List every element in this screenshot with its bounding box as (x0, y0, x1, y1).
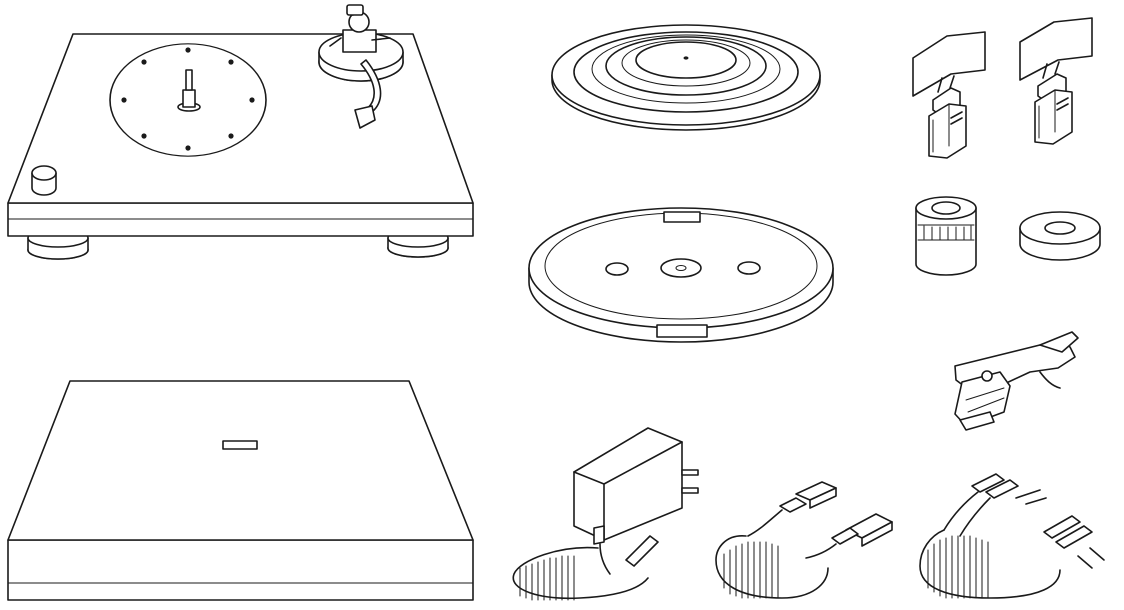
platter-icon (528, 207, 834, 343)
dust-cover-icon (7, 380, 474, 601)
overhang-gauge-icon (912, 31, 986, 159)
usb-cable-icon (715, 481, 893, 599)
ep-adapter-icon (1019, 211, 1101, 261)
overhang-gauge-icon (1019, 17, 1093, 145)
rca-cable-icon (919, 473, 1105, 599)
counterweight-icon (915, 196, 977, 276)
headshell-icon (954, 331, 1079, 431)
ac-adapter-icon (512, 427, 699, 601)
turntable-icon (7, 4, 474, 260)
platter-mat-icon (551, 24, 821, 131)
